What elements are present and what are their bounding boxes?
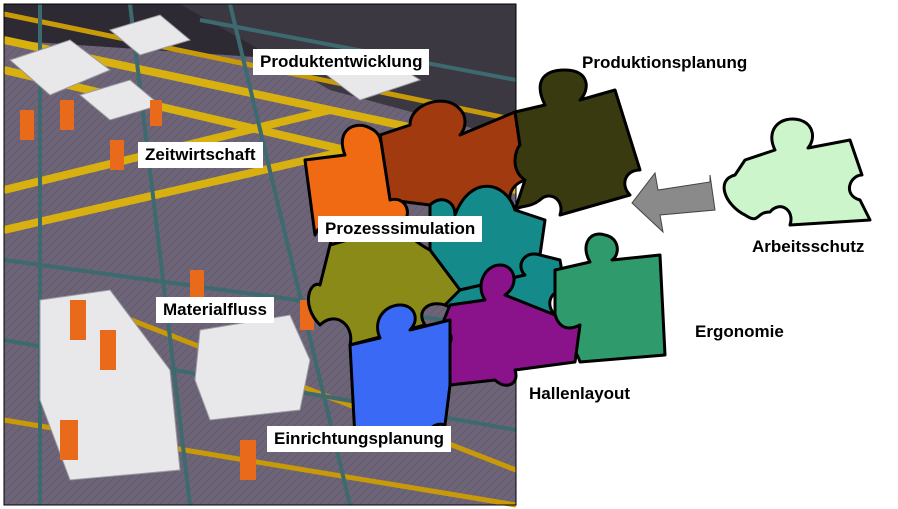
- label-einrichtungsplanung: Einrichtungsplanung: [267, 426, 451, 452]
- label-arbeitsschutz: Arbeitsschutz: [752, 237, 865, 256]
- puzzle-piece-arbeitsschutz: [722, 117, 872, 227]
- label-hallenlayout: Hallenlayout: [529, 384, 631, 403]
- label-ergonomie: Ergonomie: [695, 322, 784, 341]
- label-zeitwirtschaft: Zeitwirtschaft: [138, 142, 263, 168]
- puzzle-piece-dark: [513, 68, 642, 217]
- label-materialfluss: Materialfluss: [156, 297, 274, 323]
- label-prozesssimulation: Prozesssimulation: [318, 216, 483, 242]
- puzzle: [303, 68, 667, 452]
- label-produktentwicklung: Produktentwicklung: [253, 49, 430, 75]
- label-produktionsplanung: Produktionsplanung: [582, 53, 748, 72]
- arrow-icon: [631, 171, 716, 234]
